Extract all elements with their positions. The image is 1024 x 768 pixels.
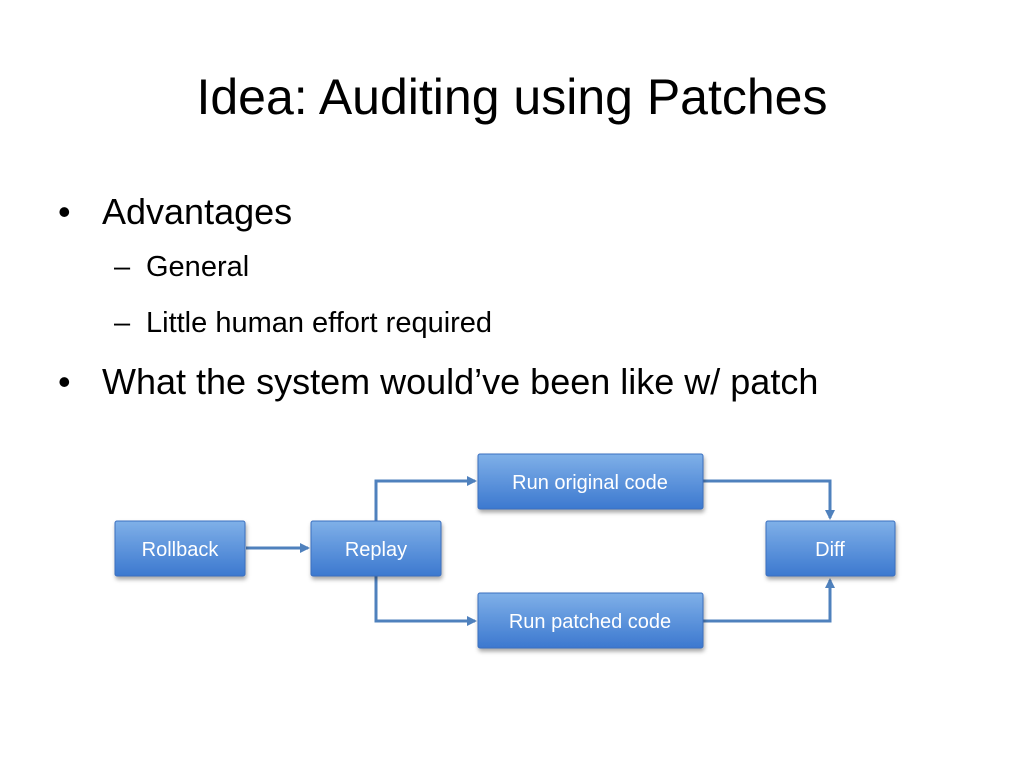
sub-bullet-little-effort: – Little human effort required xyxy=(58,300,998,346)
connectors xyxy=(246,476,835,626)
node-rollback-box xyxy=(114,520,246,577)
arrow-replay-to-run-patched xyxy=(374,576,477,626)
arrow-replay-to-run-original xyxy=(374,476,477,521)
dash-glyph: – xyxy=(114,251,131,283)
node-rollback: Rollback xyxy=(114,520,246,577)
bullet-text: What the system would’ve been like w/ pa… xyxy=(102,361,819,402)
bullet-glyph: • xyxy=(58,361,71,402)
sub-bullet-text: General xyxy=(146,251,250,283)
node-diff: Diff xyxy=(765,520,896,577)
bullet-text: Advantages xyxy=(102,191,293,232)
slide-title: Idea: Auditing using Patches xyxy=(196,69,828,125)
node-run-patched-label: Run patched code xyxy=(509,611,671,633)
node-run-patched: Run patched code xyxy=(477,592,704,649)
bullet-list: • Advantages – General – Little human ef… xyxy=(58,186,998,414)
node-run-original: Run original code xyxy=(477,453,704,510)
arrow-run-patched-to-diff xyxy=(703,578,835,623)
bullet-item-advantages: • Advantages xyxy=(58,186,998,238)
dash-glyph: – xyxy=(114,307,131,339)
node-replay: Replay xyxy=(310,520,442,577)
sub-bullet-text: Little human effort required xyxy=(146,307,493,339)
node-run-original-label: Run original code xyxy=(512,472,668,494)
sub-bullet-general: – General xyxy=(58,244,998,290)
bullet-item-what-system: • What the system would’ve been like w/ … xyxy=(58,356,998,408)
node-replay-box xyxy=(310,520,442,577)
node-rollback-label: Rollback xyxy=(142,539,220,561)
node-replay-label: Replay xyxy=(345,539,407,561)
arrow-run-original-to-diff xyxy=(703,479,835,520)
node-run-patched-box xyxy=(477,592,704,649)
bullet-glyph: • xyxy=(58,191,71,232)
node-run-original-box xyxy=(477,453,704,510)
node-diff-label: Diff xyxy=(815,539,845,561)
node-diff-box xyxy=(765,520,896,577)
